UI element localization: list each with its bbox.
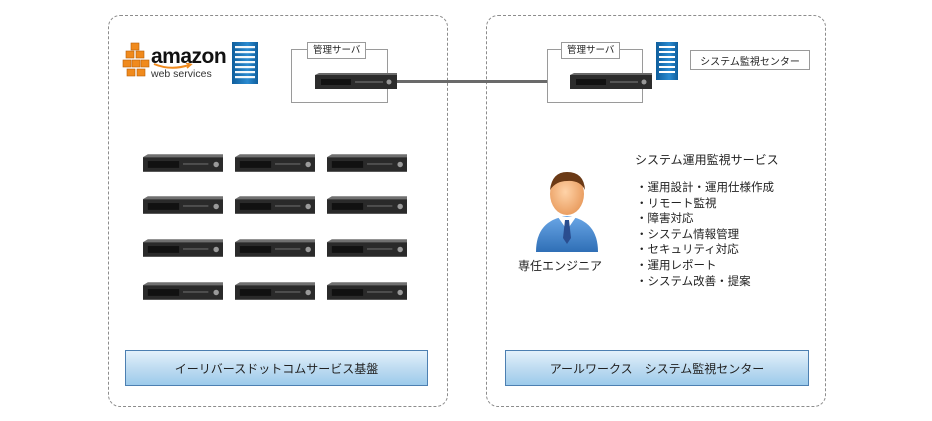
right-caption-bar: アールワークス システム監視センター — [505, 350, 809, 386]
aws-cubes-icon — [122, 42, 150, 77]
rack-server-icon — [235, 154, 315, 172]
rack-server-icon — [235, 282, 315, 300]
engineer-label: 専任エンジニア — [518, 259, 603, 273]
rack-server-icon — [235, 239, 315, 257]
right-management-server-label: 管理サーバ — [561, 42, 621, 59]
rack-server-icon — [143, 282, 223, 300]
aws-logo-subtext: web services — [151, 68, 212, 80]
service-item: ・システム情報管理 — [636, 226, 740, 241]
services-list: ・運用設計・運用仕様作成 ・リモート監視 ・障害対応 ・システム情報管理 ・セキ… — [636, 180, 774, 289]
service-item: ・障害対応 — [636, 211, 694, 226]
services-title: システム運用監視サービス — [635, 153, 779, 167]
rack-server-icon — [327, 239, 407, 257]
service-item: ・セキュリティ対応 — [636, 242, 739, 257]
datacenter-building-icon — [232, 42, 258, 84]
rack-server-icon — [327, 196, 407, 214]
service-item: ・システム改善・提案 — [636, 273, 751, 288]
service-item: ・運用レポート — [636, 257, 717, 272]
monitoring-center-building-icon — [656, 42, 678, 80]
network-connection-line — [388, 80, 547, 83]
rack-server-icon — [143, 154, 223, 172]
rack-server-icon — [235, 196, 315, 214]
aws-logo-smile — [153, 63, 193, 69]
left-caption-bar: イーリバースドットコムサービス基盤 — [125, 350, 428, 386]
service-item: ・運用設計・運用仕様作成 — [636, 180, 774, 194]
rack-server-icon — [143, 196, 223, 214]
left-management-server-icon — [315, 73, 397, 89]
service-item: ・リモート監視 — [636, 195, 717, 210]
rack-server-icon — [327, 282, 407, 300]
left-panel-erevers-infrastructure — [108, 15, 448, 407]
rack-server-icon — [143, 239, 223, 257]
right-management-server-icon — [570, 73, 652, 89]
aws-logo-text: amazon — [151, 45, 227, 68]
left-management-server-label: 管理サーバ — [307, 42, 367, 59]
rack-server-icon — [327, 154, 407, 172]
monitoring-center-label: システム監視センター — [690, 50, 810, 70]
right-panel-rworks-monitoring-center — [486, 15, 826, 407]
engineer-person-icon — [536, 172, 598, 252]
